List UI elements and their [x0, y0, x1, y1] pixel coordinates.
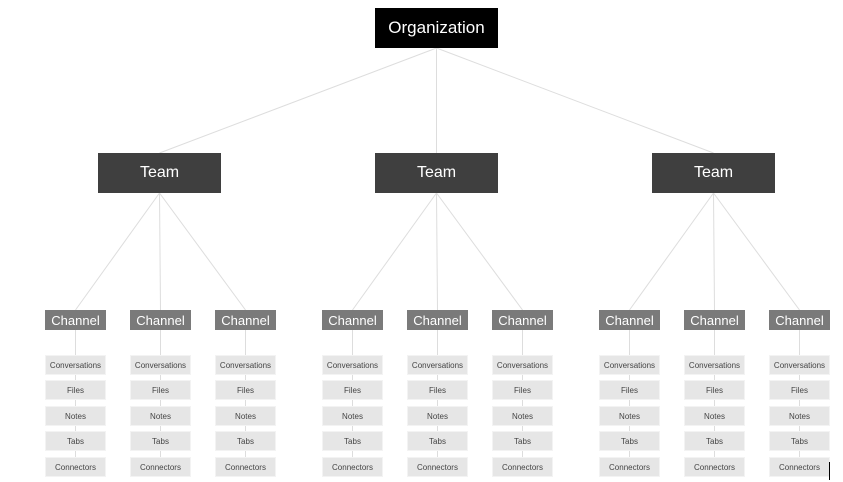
channel-node: Channel — [407, 310, 468, 330]
channel-item-tabs: Tabs — [492, 431, 553, 451]
channel-item-notes: Notes — [599, 406, 660, 426]
team-channel-connector — [436, 192, 438, 311]
channel-item-notes: Notes — [45, 406, 106, 426]
channel-item-conversations: Conversations — [684, 355, 745, 375]
channel-item-conversations: Conversations — [769, 355, 830, 375]
channel-item-files: Files — [492, 380, 553, 400]
channel-node: Channel — [599, 310, 660, 330]
channel-item-connectors: Connectors — [769, 457, 830, 477]
channel-node: Channel — [45, 310, 106, 330]
channel-item-files: Files — [45, 380, 106, 400]
channel-item-connectors: Connectors — [322, 457, 383, 477]
team-node: Team — [375, 153, 498, 193]
channel-item-files: Files — [407, 380, 468, 400]
text-cursor — [829, 462, 830, 480]
channel-item-conversations: Conversations — [322, 355, 383, 375]
channel-item-connectors: Connectors — [45, 457, 106, 477]
channel-node: Channel — [684, 310, 745, 330]
channel-item-tabs: Tabs — [599, 431, 660, 451]
channel-item-notes: Notes — [130, 406, 191, 426]
channel-item-tabs: Tabs — [769, 431, 830, 451]
organization-node: Organization — [375, 8, 498, 48]
channel-item-tabs: Tabs — [407, 431, 468, 451]
channel-item-tabs: Tabs — [322, 431, 383, 451]
channel-item-connectors: Connectors — [599, 457, 660, 477]
channel-node: Channel — [215, 310, 276, 330]
channel-item-conversations: Conversations — [492, 355, 553, 375]
channel-item-connectors: Connectors — [215, 457, 276, 477]
channel-item-notes: Notes — [492, 406, 553, 426]
channel-item-conversations: Conversations — [599, 355, 660, 375]
team-channel-connector — [159, 192, 246, 311]
channel-item-notes: Notes — [684, 406, 745, 426]
channel-item-conversations: Conversations — [407, 355, 468, 375]
channel-item-connectors: Connectors — [130, 457, 191, 477]
channel-item-files: Files — [215, 380, 276, 400]
channel-item-conversations: Conversations — [215, 355, 276, 375]
channel-item-tabs: Tabs — [45, 431, 106, 451]
team-node: Team — [98, 153, 221, 193]
team-channel-connector — [713, 192, 715, 311]
channel-item-files: Files — [684, 380, 745, 400]
channel-item-notes: Notes — [322, 406, 383, 426]
channel-item-connectors: Connectors — [684, 457, 745, 477]
channel-item-conversations: Conversations — [45, 355, 106, 375]
channel-node: Channel — [769, 310, 830, 330]
channel-item-tabs: Tabs — [130, 431, 191, 451]
org-team-connector — [436, 47, 714, 154]
channel-item-notes: Notes — [407, 406, 468, 426]
channel-item-connectors: Connectors — [407, 457, 468, 477]
org-team-connector — [159, 47, 437, 154]
team-channel-connector — [352, 192, 437, 311]
team-channel-connector — [713, 192, 800, 311]
team-channel-connector — [629, 192, 714, 311]
channel-item-tabs: Tabs — [215, 431, 276, 451]
channel-item-connectors: Connectors — [492, 457, 553, 477]
channel-item-files: Files — [130, 380, 191, 400]
channel-node: Channel — [322, 310, 383, 330]
team-node: Team — [652, 153, 775, 193]
team-channel-connector — [159, 192, 161, 311]
team-channel-connector — [75, 192, 160, 311]
channel-node: Channel — [130, 310, 191, 330]
channel-item-tabs: Tabs — [684, 431, 745, 451]
channel-item-files: Files — [769, 380, 830, 400]
channel-item-files: Files — [599, 380, 660, 400]
channel-item-notes: Notes — [215, 406, 276, 426]
channel-item-notes: Notes — [769, 406, 830, 426]
channel-node: Channel — [492, 310, 553, 330]
channel-item-conversations: Conversations — [130, 355, 191, 375]
channel-item-files: Files — [322, 380, 383, 400]
team-channel-connector — [436, 192, 523, 311]
